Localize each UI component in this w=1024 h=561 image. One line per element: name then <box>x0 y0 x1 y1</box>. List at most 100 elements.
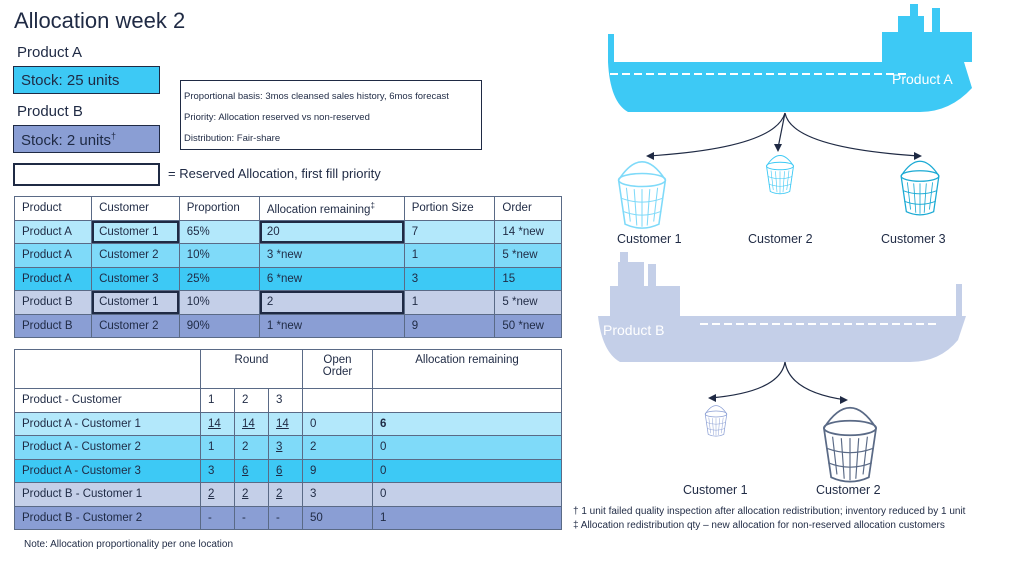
ship-a-customer-1: Customer 1 <box>617 232 682 246</box>
table-row: Product A Customer 1 65% 20 7 14 *new <box>13 219 562 244</box>
cell-order: 14 *new <box>494 219 562 244</box>
header-round-1: 1 <box>200 388 235 413</box>
rounds-table: Round Open Order Allocation remaining Pr… <box>14 349 562 530</box>
cell-round-1: 2 <box>200 482 235 507</box>
cell-product-customer: Product A - Customer 1 <box>14 411 201 436</box>
allocation-table: Product Customer Proportion Allocation r… <box>13 196 562 338</box>
cell-allocation: 0 <box>372 482 562 507</box>
ship-a-label: Product A <box>892 71 953 87</box>
cell-product-customer: Product B - Customer 1 <box>14 482 201 507</box>
cell-round-1: - <box>200 505 235 530</box>
cell-round-3: - <box>268 505 303 530</box>
bucket-icon <box>617 161 667 229</box>
ship-b-label: Product B <box>603 322 665 338</box>
info-line-priority: Priority: Allocation reserved vs non-res… <box>184 112 370 123</box>
header-blank-open <box>302 388 373 413</box>
cell-product-customer: Product A - Customer 3 <box>14 458 201 483</box>
cell-round-2: 2 <box>234 482 269 507</box>
cell-round-3: 6 <box>268 458 303 483</box>
header-portion-size: Portion Size <box>403 196 496 221</box>
header-blank <box>14 349 201 389</box>
cell-product: Product B <box>13 313 93 338</box>
cell-customer: Customer 2 <box>91 243 180 268</box>
cell-round-3: 2 <box>268 482 303 507</box>
cell-allocation: 6 <box>372 411 562 436</box>
header-round-2: 2 <box>234 388 269 413</box>
product-a-label: Product A <box>17 44 83 61</box>
reserved-legend-swatch <box>13 163 160 186</box>
table-row: Product A Customer 3 25% 6 *new 3 15 <box>13 266 562 291</box>
cell-round-3: 14 <box>268 411 303 436</box>
table-header-row: Round Open Order Allocation remaining <box>14 349 562 389</box>
cell-order: 15 <box>494 266 562 291</box>
header-product-customer: Product - Customer <box>14 388 201 413</box>
table-row: Product A Customer 2 10% 3 *new 1 5 *new <box>13 243 562 268</box>
cell-customer: Customer 1 <box>91 219 180 244</box>
footnote-double-dagger: ‡ Allocation redistribution qty – new al… <box>573 520 945 531</box>
cell-portion: 3 <box>403 266 496 291</box>
cell-round-2: 6 <box>234 458 269 483</box>
header-product: Product <box>13 196 93 221</box>
cell-product: Product A <box>13 219 93 244</box>
cell-portion: 1 <box>403 243 496 268</box>
header-round-3: 3 <box>268 388 303 413</box>
table-row: Product A - Customer 3 3 6 6 9 0 <box>14 458 562 483</box>
footnote-dagger: † 1 unit failed quality inspection after… <box>573 506 966 517</box>
header-customer: Customer <box>91 196 180 221</box>
cell-proportion: 10% <box>178 290 260 315</box>
cell-proportion: 90% <box>178 313 260 338</box>
header-order: Order <box>494 196 562 221</box>
cell-round-1: 14 <box>200 411 235 436</box>
product-b-label: Product B <box>17 103 83 120</box>
cell-round-2: 2 <box>234 435 269 460</box>
cell-proportion: 10% <box>178 243 260 268</box>
cell-open-order: 2 <box>302 435 373 460</box>
header-round: Round <box>200 349 303 389</box>
table-row: Product B - Customer 2 - - - 50 1 <box>14 505 562 530</box>
table-subheader-row: Product - Customer 1 2 3 <box>14 388 562 413</box>
table-row: Product B - Customer 1 2 2 2 3 0 <box>14 482 562 507</box>
cell-open-order: 0 <box>302 411 373 436</box>
cell-product: Product A <box>13 243 93 268</box>
cell-product: Product A <box>13 266 93 291</box>
footer-note: Note: Allocation proportionality per one… <box>24 539 234 550</box>
table-row: Product A - Customer 2 1 2 3 2 0 <box>14 435 562 460</box>
cell-portion: 1 <box>403 290 496 315</box>
table-row: Product B Customer 1 10% 2 1 5 *new <box>13 290 562 315</box>
bucket-icon <box>823 406 877 483</box>
info-line-distribution: Distribution: Fair-share <box>184 133 281 144</box>
cell-allocation: 1 *new <box>258 313 405 338</box>
cell-round-3: 3 <box>268 435 303 460</box>
header-proportion: Proportion <box>178 196 260 221</box>
ship-a-customer-3: Customer 3 <box>881 232 946 246</box>
cell-open-order: 50 <box>302 505 373 530</box>
cell-product-customer: Product B - Customer 2 <box>14 505 201 530</box>
arrowheads-b <box>708 394 848 404</box>
ship-a-icon <box>608 4 972 112</box>
cell-product-customer: Product A - Customer 2 <box>14 435 201 460</box>
bucket-icon <box>766 155 794 195</box>
bucket-icon <box>704 405 728 437</box>
cell-customer: Customer 1 <box>91 290 180 315</box>
cell-open-order: 3 <box>302 482 373 507</box>
arrows-a <box>647 112 921 157</box>
ship-b-icon <box>598 252 966 362</box>
cell-allocation: 3 *new <box>258 243 405 268</box>
cell-portion: 7 <box>403 219 496 244</box>
info-box: Proportional basis: 3mos cleansed sales … <box>180 80 482 150</box>
cell-round-2: - <box>234 505 269 530</box>
cell-order: 50 *new <box>494 313 562 338</box>
table-header-row: Product Customer Proportion Allocation r… <box>13 196 562 221</box>
cell-customer: Customer 2 <box>91 313 180 338</box>
ship-b-customer-2: Customer 2 <box>816 483 881 497</box>
cell-proportion: 25% <box>178 266 260 291</box>
arrows-b <box>709 361 847 401</box>
ships-illustration <box>598 4 972 483</box>
arrowheads-a <box>646 144 922 160</box>
cell-portion: 9 <box>403 313 496 338</box>
ship-a-customer-2: Customer 2 <box>748 232 813 246</box>
header-blank-alloc <box>372 388 562 413</box>
product-b-stock: Stock: 2 units† <box>13 125 160 153</box>
product-a-stock: Stock: 25 units <box>13 66 160 94</box>
cell-allocation: 6 *new <box>258 266 405 291</box>
